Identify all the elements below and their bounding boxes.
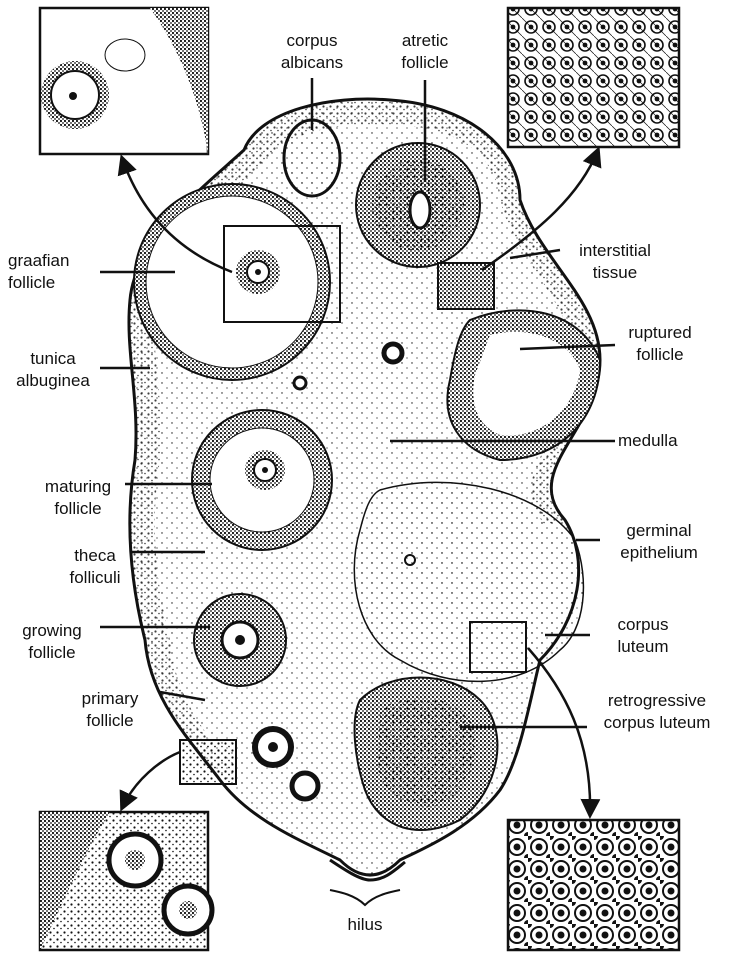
label-line: primary: [60, 688, 160, 710]
label-line: follicle: [610, 344, 710, 366]
label-medulla: medulla: [618, 430, 678, 452]
interstitial-inset-box: [438, 263, 494, 309]
label-maturing-follicle: maturing follicle: [28, 476, 128, 520]
label-graafian-follicle: graafian follicle: [8, 250, 69, 294]
label-line: maturing: [28, 476, 128, 498]
label-ruptured-follicle: ruptured follicle: [610, 322, 710, 366]
label-growing-follicle: growing follicle: [6, 620, 98, 664]
label-line: interstitial: [560, 240, 670, 262]
label-line: medulla: [618, 430, 678, 452]
label-retrogressive-corpus-luteum: retrogressive corpus luteum: [590, 690, 724, 734]
label-line: corpus: [262, 30, 362, 52]
label-line: retrogressive: [590, 690, 724, 712]
label-germinal-epithelium: germinal epithelium: [604, 520, 714, 564]
corpus-albicans-shape: [284, 120, 340, 196]
label-line: epithelium: [604, 542, 714, 564]
inset-top-right: [508, 8, 679, 147]
hilus-brace: [330, 890, 400, 905]
inset-bottom-right: [508, 820, 679, 950]
inset-bottom-left: [40, 812, 212, 950]
label-line: follicle: [8, 272, 69, 294]
label-line: theca: [50, 545, 140, 567]
primary-follicle-inset-box: [180, 740, 236, 784]
label-line: luteum: [598, 636, 688, 658]
label-line: corpus: [598, 614, 688, 636]
label-line: growing: [6, 620, 98, 642]
label-line: tissue: [560, 262, 670, 284]
label-atretic-follicle: atretic follicle: [375, 30, 475, 74]
label-line: tunica: [8, 348, 98, 370]
label-line: germinal: [604, 520, 714, 542]
label-hilus: hilus: [335, 914, 395, 936]
label-theca-folliculi: theca folliculi: [50, 545, 140, 589]
label-line: corpus luteum: [590, 712, 724, 734]
label-line: follicle: [60, 710, 160, 732]
label-line: graafian: [8, 250, 69, 272]
label-tunica-albuginea: tunica albuginea: [8, 348, 98, 392]
label-line: folliculi: [50, 567, 140, 589]
label-line: albuginea: [8, 370, 98, 392]
label-line: atretic: [375, 30, 475, 52]
inset-top-left: [40, 8, 208, 154]
label-primary-follicle: primary follicle: [60, 688, 160, 732]
label-line: ruptured: [610, 322, 710, 344]
label-line: hilus: [335, 914, 395, 936]
label-corpus-luteum: corpus luteum: [598, 614, 688, 658]
label-corpus-albicans: corpus albicans: [262, 30, 362, 74]
label-line: follicle: [375, 52, 475, 74]
label-line: follicle: [28, 498, 128, 520]
label-line: albicans: [262, 52, 362, 74]
label-interstitial-tissue: interstitial tissue: [560, 240, 670, 284]
arrow-primary-inset: [122, 752, 180, 808]
label-line: follicle: [6, 642, 98, 664]
